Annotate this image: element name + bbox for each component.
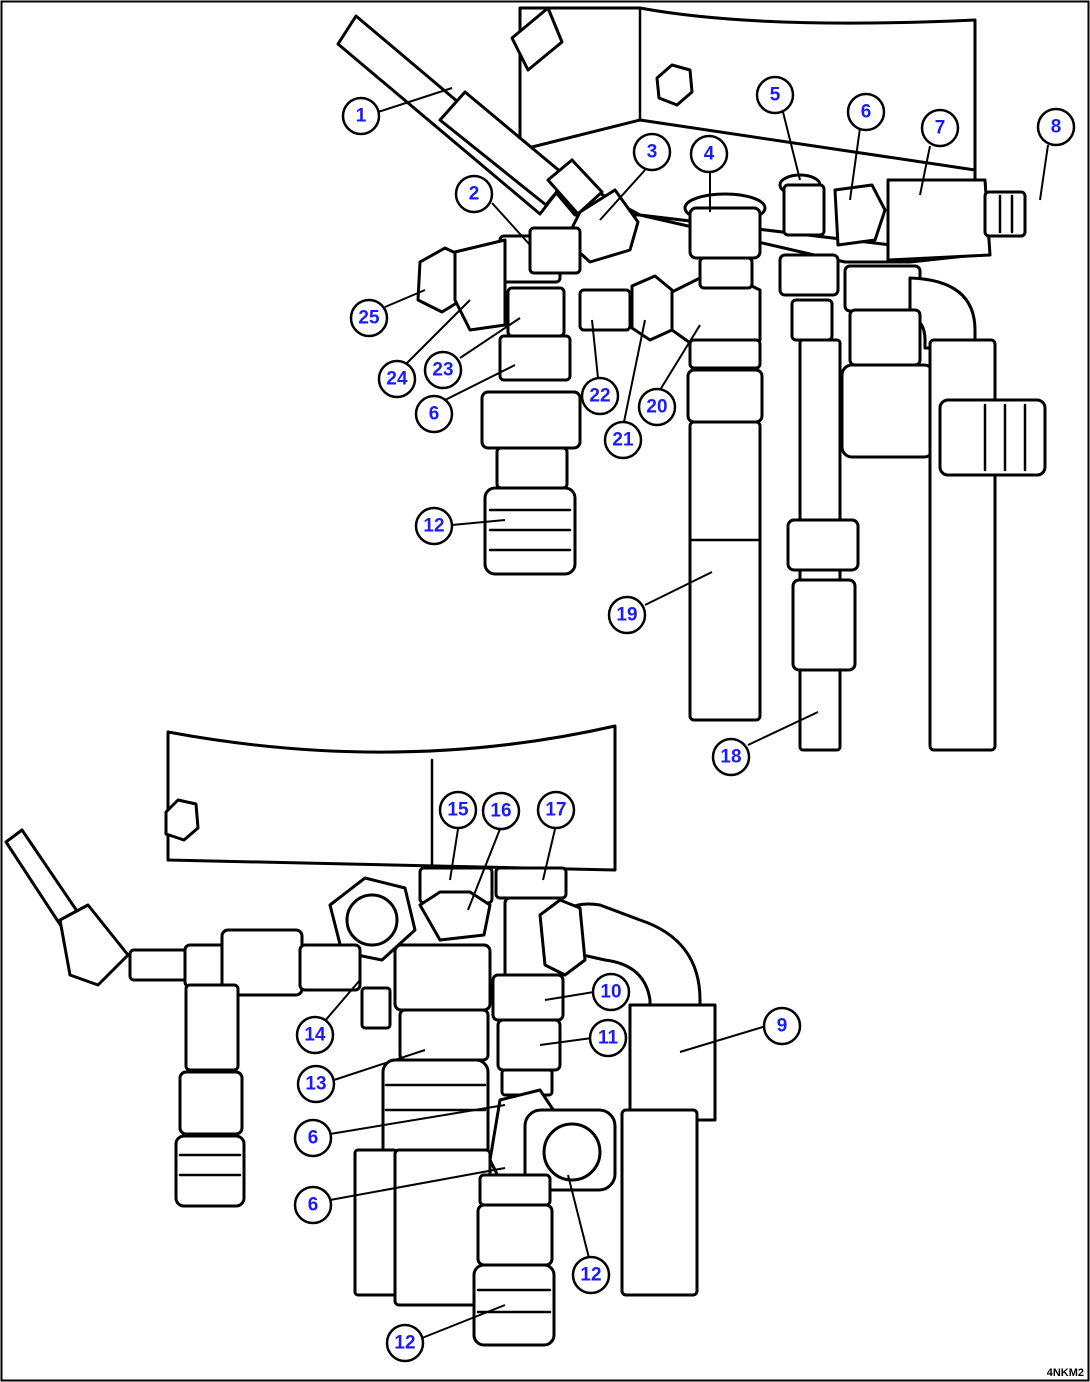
svg-text:6: 6 — [429, 404, 440, 425]
svg-text:21: 21 — [612, 430, 634, 451]
fitting-11 — [496, 1018, 562, 1072]
callout-8: 8 — [1036, 107, 1076, 147]
fitting-5 — [782, 183, 826, 237]
callout-6-lower-a: 6 — [293, 1118, 333, 1158]
leader-lines — [323, 87, 1049, 1339]
callout-6-top: 6 — [846, 92, 886, 132]
callout-12-right: 12 — [571, 1255, 611, 1295]
callout-16: 16 — [481, 791, 521, 831]
callout-23: 23 — [423, 350, 463, 390]
svg-text:22: 22 — [589, 386, 610, 407]
drawing-code: 4NKM2 — [1047, 1367, 1084, 1379]
callout-6-lower-b: 6 — [293, 1185, 333, 1225]
callout-1: 1 — [341, 96, 381, 136]
svg-text:16: 16 — [490, 801, 511, 822]
housing-bolt — [655, 63, 694, 107]
callout-5: 5 — [755, 75, 795, 115]
svg-text:13: 13 — [305, 1074, 326, 1095]
callout-20: 20 — [637, 387, 677, 427]
callout-17: 17 — [536, 790, 576, 830]
callout-18: 18 — [711, 737, 751, 777]
svg-text:12: 12 — [580, 1265, 601, 1286]
callout-7: 7 — [920, 108, 960, 148]
callout-3: 3 — [632, 132, 672, 172]
callout-9: 9 — [762, 1006, 802, 1046]
callout-11: 11 — [588, 1018, 628, 1058]
svg-text:25: 25 — [358, 308, 380, 329]
svg-text:20: 20 — [646, 397, 667, 418]
callout-19: 19 — [607, 595, 647, 635]
svg-text:17: 17 — [545, 800, 566, 821]
fitting-4 — [688, 206, 762, 260]
fitting-16 — [418, 890, 492, 942]
svg-text:12: 12 — [394, 1333, 415, 1354]
lower-housing — [166, 724, 617, 872]
hose-9 — [628, 1003, 717, 1122]
svg-text:6: 6 — [308, 1195, 319, 1216]
svg-text:1: 1 — [356, 106, 367, 127]
svg-text:2: 2 — [469, 184, 480, 205]
svg-text:23: 23 — [432, 360, 453, 381]
callout-15: 15 — [438, 790, 478, 830]
callout-12-lower: 12 — [385, 1323, 425, 1363]
svg-text:9: 9 — [777, 1016, 788, 1037]
svg-text:11: 11 — [598, 1028, 619, 1049]
svg-text:14: 14 — [304, 1025, 326, 1046]
svg-text:6: 6 — [308, 1128, 319, 1149]
svg-text:19: 19 — [616, 605, 637, 626]
lower-housing-bolt — [164, 798, 200, 842]
svg-text:7: 7 — [935, 118, 946, 139]
callout-12-upper: 12 — [414, 506, 454, 546]
svg-text:5: 5 — [770, 85, 781, 106]
connector-8 — [983, 190, 1027, 238]
svg-text:4: 4 — [704, 144, 715, 165]
svg-text:15: 15 — [447, 800, 469, 821]
svg-text:18: 18 — [720, 747, 741, 768]
callout-4: 4 — [689, 134, 729, 174]
valve-7 — [886, 178, 992, 262]
callout-22: 22 — [580, 376, 620, 416]
coupler-12-lower — [472, 1263, 556, 1347]
hose-19 — [688, 420, 762, 722]
callout-24: 24 — [377, 359, 417, 399]
callout-13: 13 — [296, 1064, 336, 1104]
callout-10: 10 — [591, 972, 631, 1012]
upper-assembly — [336, 6, 1047, 752]
fitting-10 — [491, 973, 565, 1022]
svg-text:24: 24 — [386, 369, 408, 390]
callout-14: 14 — [295, 1015, 335, 1055]
svg-text:8: 8 — [1051, 117, 1062, 138]
callout-21: 21 — [603, 420, 643, 460]
svg-text:10: 10 — [600, 982, 621, 1003]
fitting-13 — [398, 1008, 490, 1062]
svg-text:6: 6 — [861, 102, 872, 123]
callout-2: 2 — [454, 174, 494, 214]
svg-text:12: 12 — [423, 516, 444, 537]
svg-text:3: 3 — [647, 142, 658, 163]
fitting-17 — [494, 866, 568, 900]
callout-25: 25 — [349, 298, 389, 338]
callout-6-left-upper: 6 — [414, 394, 454, 434]
